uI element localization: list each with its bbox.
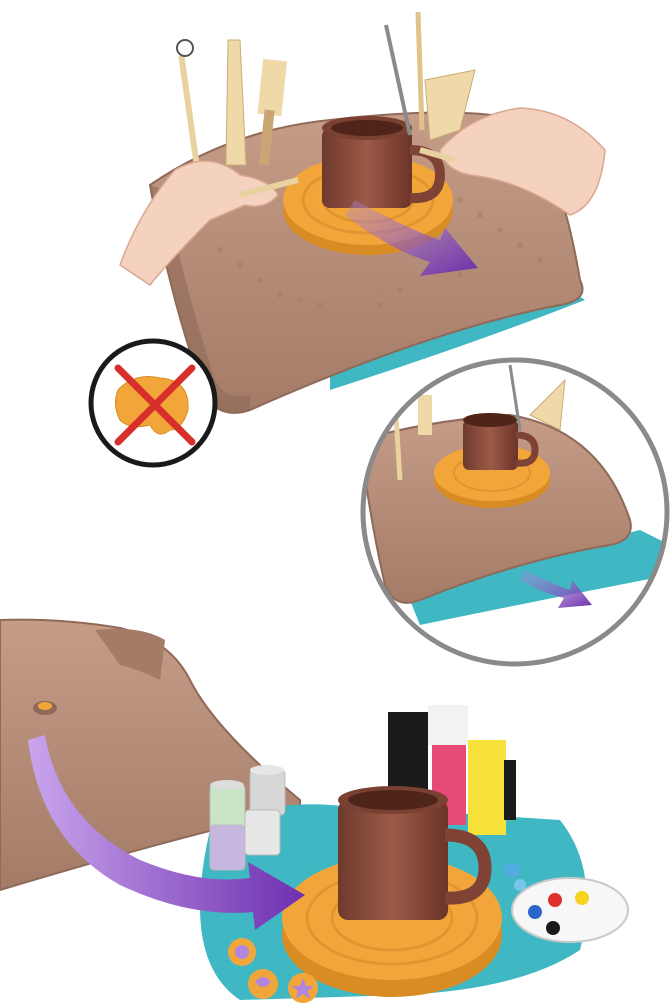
- paint-and-decorate-panel: [0, 620, 628, 1003]
- paint-palette: [512, 878, 628, 942]
- remove-water-tray-detail: [360, 360, 670, 670]
- no-leftover-clay-warning: [91, 341, 215, 465]
